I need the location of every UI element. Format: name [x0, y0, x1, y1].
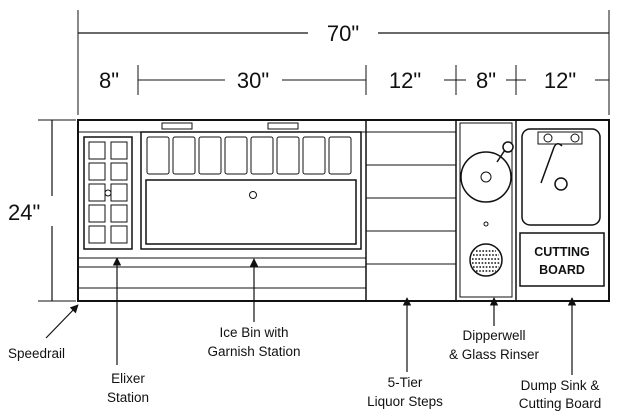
speedrail-label: Speedrail [8, 346, 65, 361]
depth-dimension: 24" [8, 119, 76, 302]
liquor-steps-label-line1: 5-Tier [388, 375, 423, 390]
segment-width-dump-sink: 12" [544, 68, 576, 93]
liquor-steps [366, 131, 456, 265]
liquor-steps-label-line2: Liquor Steps [367, 394, 443, 409]
ice-bin [145, 179, 357, 245]
depth-label: 24" [8, 200, 40, 225]
dump-sink-label-line1: Dump Sink & [521, 378, 600, 393]
dipperwell-glass-rinser [459, 122, 514, 298]
ice-bin-label-line1: Ice Bin with [219, 325, 288, 340]
dump-sink-label-line2: Cutting Board [519, 396, 602, 411]
total-width-label: 70" [327, 21, 359, 46]
segment-width-dipperwell: 8" [476, 68, 496, 93]
cutting-board-label-line1: CUTTING [534, 245, 590, 259]
dipperwell-label-line2: & Glass Rinser [449, 347, 540, 362]
glass-rinser-grate [472, 250, 500, 272]
ice-bin-label-line2: Garnish Station [207, 344, 300, 359]
elixer-label-line2: Station [107, 390, 149, 405]
cutting-board [519, 232, 605, 287]
segment-width-elixer: 8" [99, 68, 119, 93]
elixer-label-line1: Elixer [111, 371, 145, 386]
segment-dimensions: 8" 30" 12" 8" 12" [99, 65, 609, 95]
cutting-board-label-line2: BOARD [539, 263, 585, 277]
glass-rinser [469, 243, 503, 277]
total-width-dimension: 70" [77, 10, 610, 115]
segment-width-liquor-steps: 12" [389, 68, 421, 93]
elixer-station [83, 136, 133, 250]
callout-labels: Speedrail Elixer Station Ice Bin with Ga… [8, 325, 601, 411]
ice-bin-drain [249, 191, 257, 199]
speedrail-arrow [45, 304, 79, 339]
dipperwell-label-line1: Dipperwell [462, 328, 525, 343]
dump-sink-cutting-board: CUTTING BOARD [519, 128, 605, 287]
callout-arrows [45, 257, 577, 375]
garnish-trays [146, 136, 352, 175]
dump-sink [521, 128, 601, 226]
ice-bin-garnish-station [140, 122, 362, 250]
segment-width-ice-bin: 30" [237, 68, 269, 93]
